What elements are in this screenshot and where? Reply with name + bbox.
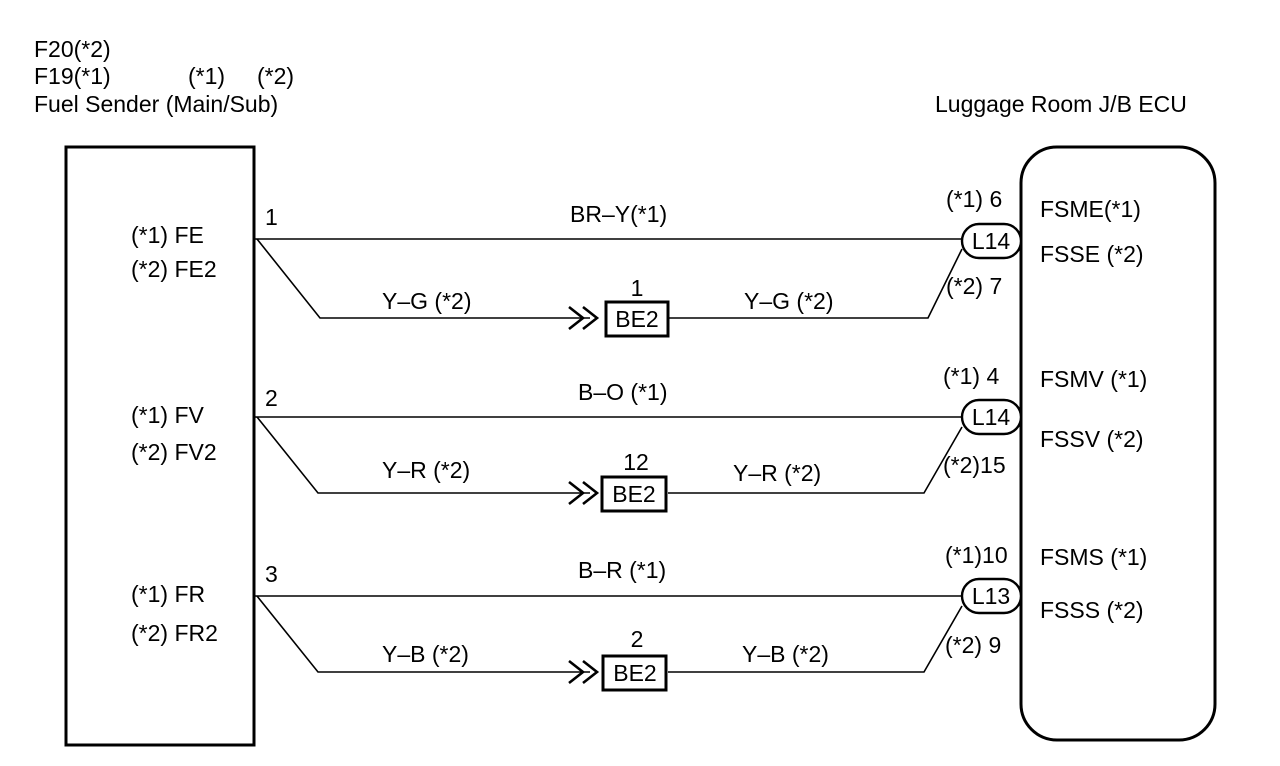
sender-pin-label-main: (*1) FR: [131, 581, 205, 607]
junction-arrow-icon: [582, 305, 600, 331]
ecu-connector-label: L14: [972, 228, 1011, 254]
junction-connector-box: [600, 475, 668, 513]
ecu-pin-sub: (*2) 7: [946, 273, 1002, 299]
junction-arrow-icon: [568, 305, 586, 331]
ecu-signal-main: FSMS (*1): [1040, 544, 1147, 570]
sub-wire-color-label-left: Y–G (*2): [382, 288, 471, 314]
ecu-pin-main: (*1)10: [945, 542, 1008, 568]
sub-wire-color-label-right: Y–R (*2): [733, 460, 821, 486]
junction-arrow-icon: [568, 659, 586, 685]
junction-pin-number: 2: [631, 626, 644, 652]
junction-arrow-icon: [582, 659, 600, 685]
junction-connector-label: BE2: [613, 660, 656, 686]
sender-pin-label-main: (*1) FE: [131, 222, 204, 248]
junction-connector-label: BE2: [612, 481, 655, 507]
sender-pin-number: 2: [265, 385, 278, 411]
sub-wire-color-label-left: Y–B (*2): [382, 641, 469, 667]
sender-pin-number: 1: [265, 204, 278, 230]
junction-connector-box: [601, 654, 668, 692]
sender-pin-label-sub: (*2) FV2: [131, 439, 217, 465]
ecu-box: [1019, 145, 1217, 742]
ecu-signal-main: FSME(*1): [1040, 196, 1141, 222]
ecu-pin-sub: (*2)15: [943, 452, 1006, 478]
sub-wire-right: [668, 248, 963, 319]
ecu-pin-main: (*1) 4: [943, 363, 999, 389]
variant-label-2: (*2): [257, 63, 294, 89]
sub-wire-left: [256, 595, 590, 673]
variant-label-1: (*1): [188, 63, 225, 89]
ecu-connector: [960, 398, 1023, 436]
circuit-3: (*1) FR (*2) FR2 3 B–R (*1) Y–B (*2) Y–B…: [131, 542, 1147, 692]
sub-wire-right: [668, 605, 963, 673]
sub-wire-color-label-left: Y–R (*2): [382, 457, 470, 483]
ecu-signal-sub: FSSV (*2): [1040, 426, 1144, 452]
fuel-sender-box: [64, 145, 256, 747]
ecu-connector-label: L13: [972, 583, 1010, 609]
circuit-1: (*1) FE (*2) FE2 1 BR–Y(*1) Y–G (*2) Y–G…: [131, 186, 1144, 338]
main-wire-color-label: B–O (*1): [578, 379, 667, 405]
ecu-connector: [960, 577, 1023, 615]
sender-pin-label-sub: (*2) FE2: [131, 256, 217, 282]
ecu-signal-sub: FSSE (*2): [1040, 241, 1144, 267]
sender-title: Fuel Sender (Main/Sub): [34, 91, 278, 117]
sub-wire-left: [256, 238, 590, 319]
junction-arrow-icon: [582, 480, 600, 506]
main-wire-color-label: B–R (*1): [578, 557, 666, 583]
main-wire-color-label: BR–Y(*1): [570, 201, 667, 227]
junction-arrow-icon: [568, 480, 586, 506]
sub-wire-right: [668, 426, 963, 494]
junction-pin-number: 1: [631, 275, 644, 301]
junction-connector-label: BE2: [615, 306, 658, 332]
ecu-pin-main: (*1) 6: [946, 186, 1002, 212]
sender-pin-number: 3: [265, 561, 278, 587]
sender-code-f19: F19(*1): [34, 63, 111, 89]
sub-wire-color-label-right: Y–B (*2): [742, 641, 829, 667]
ecu-signal-sub: FSSS (*2): [1040, 597, 1144, 623]
junction-connector-box: [604, 300, 670, 338]
sender-code-f20: F20(*2): [34, 36, 111, 62]
sub-wire-left: [256, 416, 590, 494]
ecu-pin-sub: (*2) 9: [945, 632, 1001, 658]
ecu-signal-main: FSMV (*1): [1040, 366, 1147, 392]
sender-pin-label-main: (*1) FV: [131, 402, 205, 428]
sender-pin-label-sub: (*2) FR2: [131, 620, 218, 646]
junction-pin-number: 12: [623, 449, 649, 475]
ecu-title: Luggage Room J/B ECU: [935, 91, 1187, 117]
circuit-2: (*1) FV (*2) FV2 2 B–O (*1) Y–R (*2) Y–R…: [131, 363, 1147, 513]
sub-wire-color-label-right: Y–G (*2): [744, 288, 833, 314]
ecu-connector-label: L14: [972, 404, 1011, 430]
ecu-connector: [960, 222, 1023, 260]
